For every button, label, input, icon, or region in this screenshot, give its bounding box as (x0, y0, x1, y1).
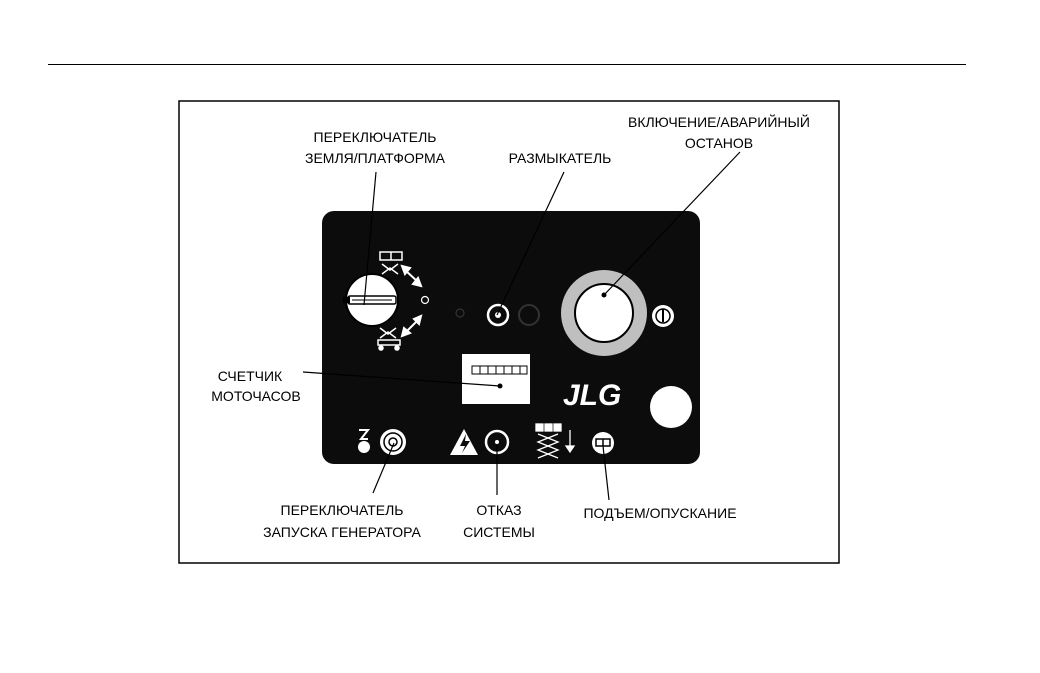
control-panel-plate (322, 211, 700, 464)
label-system-fault-line1: ОТКАЗ (476, 502, 521, 518)
label-generator-line1: ПЕРЕКЛЮЧАТЕЛЬ (281, 502, 404, 518)
power-icon (652, 305, 674, 327)
horn-button[interactable] (650, 386, 692, 428)
label-emergency-stop-line1: ВКЛЮЧЕНИЕ/АВАРИЙНЫЙ (628, 113, 810, 130)
label-circuit-breaker: РАЗМЫКАТЕЛЬ (509, 150, 612, 166)
label-ground-platform-line2: ЗЕМЛЯ/ПЛАТФОРМА (305, 150, 446, 166)
circuit-breaker-button[interactable] (488, 305, 508, 325)
label-generator-line2: ЗАПУСКА ГЕНЕРАТОРА (263, 524, 421, 540)
label-system-fault-line2: СИСТЕМЫ (463, 524, 535, 540)
brand-logo: JLG (563, 379, 621, 412)
label-ground-platform-line1: ПЕРЕКЛЮЧАТЕЛЬ (314, 129, 437, 145)
emergency-stop-button[interactable] (561, 270, 647, 356)
label-lift-lower: ПОДЪЕМ/ОПУСКАНИЕ (583, 505, 736, 521)
leader-dot-hour-meter (498, 384, 503, 389)
hour-meter (462, 354, 530, 404)
generator-start-switch[interactable] (380, 429, 406, 455)
label-hour-meter-line1: СЧЕТЧИК (218, 368, 283, 384)
label-emergency-stop-line2: ОСТАНОВ (685, 135, 753, 151)
leader-dot-estop (602, 293, 607, 298)
label-hour-meter-line2: МОТОЧАСОВ (211, 388, 300, 404)
